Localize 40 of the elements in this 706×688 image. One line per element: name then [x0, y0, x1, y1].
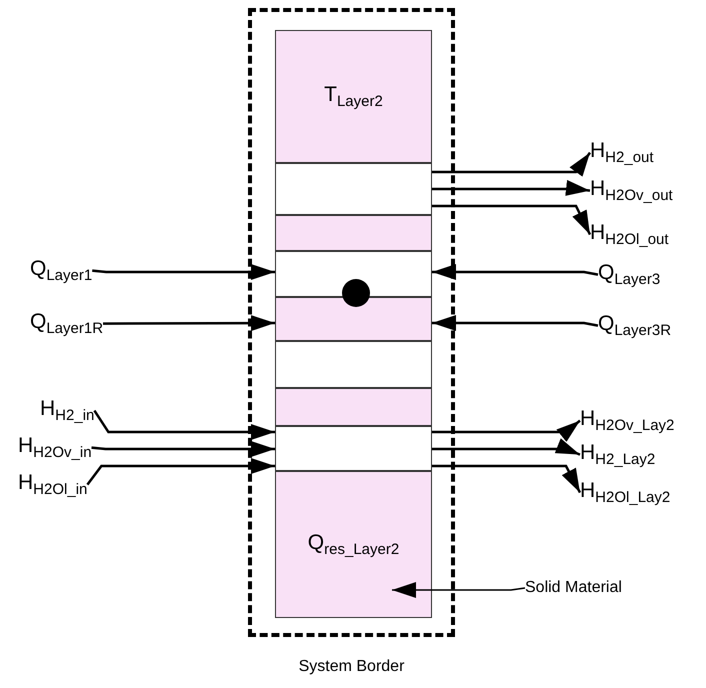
arrow	[432, 438, 580, 456]
layer-band	[275, 388, 432, 426]
flow-label: H$_{H2Ov_Lay2}$	[580, 408, 674, 434]
arrow	[91, 441, 275, 457]
layer-band	[275, 163, 432, 215]
layer-band	[275, 215, 432, 251]
flow-label: H$_{H2Ov_out}$	[590, 178, 673, 204]
arrow	[432, 180, 590, 196]
arrow	[432, 420, 581, 442]
arrow	[432, 315, 598, 331]
heat-flow-label: Q$_{Layer1}$	[30, 258, 92, 284]
arrow	[93, 410, 275, 440]
border-caption: System Border	[298, 658, 406, 676]
arrow	[392, 582, 526, 598]
layer-label: T$_{Layer2}$	[323, 84, 384, 109]
flow-label: H$_{H2Ov_in}$	[18, 435, 92, 460]
layer-label: Q$_{res_Layer2}$	[306, 532, 400, 557]
flow-label: H$_{H2Ol_Lay2}$	[580, 480, 670, 506]
callout-label: Solid Material	[525, 580, 622, 596]
layer-band	[275, 251, 432, 297]
arrow	[103, 315, 275, 332]
layer-band	[275, 341, 432, 388]
flow-label: H$_{H2Ol_out}$	[590, 222, 669, 248]
arrow	[432, 264, 598, 280]
layer-band	[275, 471, 432, 618]
flow-label: H$_{H2_in}$	[40, 398, 94, 424]
layer-band	[275, 30, 432, 163]
heat-flow-label: Q$_{Layer3R}$	[598, 313, 672, 338]
arrow	[432, 152, 592, 177]
arrow	[432, 204, 592, 236]
flow-label: H$_{H2Ol_in}$	[18, 472, 88, 498]
heat-flow-label: Q$_{Layer1R}$	[30, 311, 104, 336]
flow-label: H$_{H2_out}$	[590, 140, 654, 166]
arrow	[432, 464, 582, 494]
layer-band	[275, 426, 432, 471]
layer-band	[275, 297, 432, 341]
flow-label: H$_{H2_Lay2}$	[580, 442, 656, 468]
arrow	[86, 458, 275, 486]
arrow	[92, 264, 275, 280]
heat-flow-label: Q$_{Layer3}$	[598, 262, 660, 288]
